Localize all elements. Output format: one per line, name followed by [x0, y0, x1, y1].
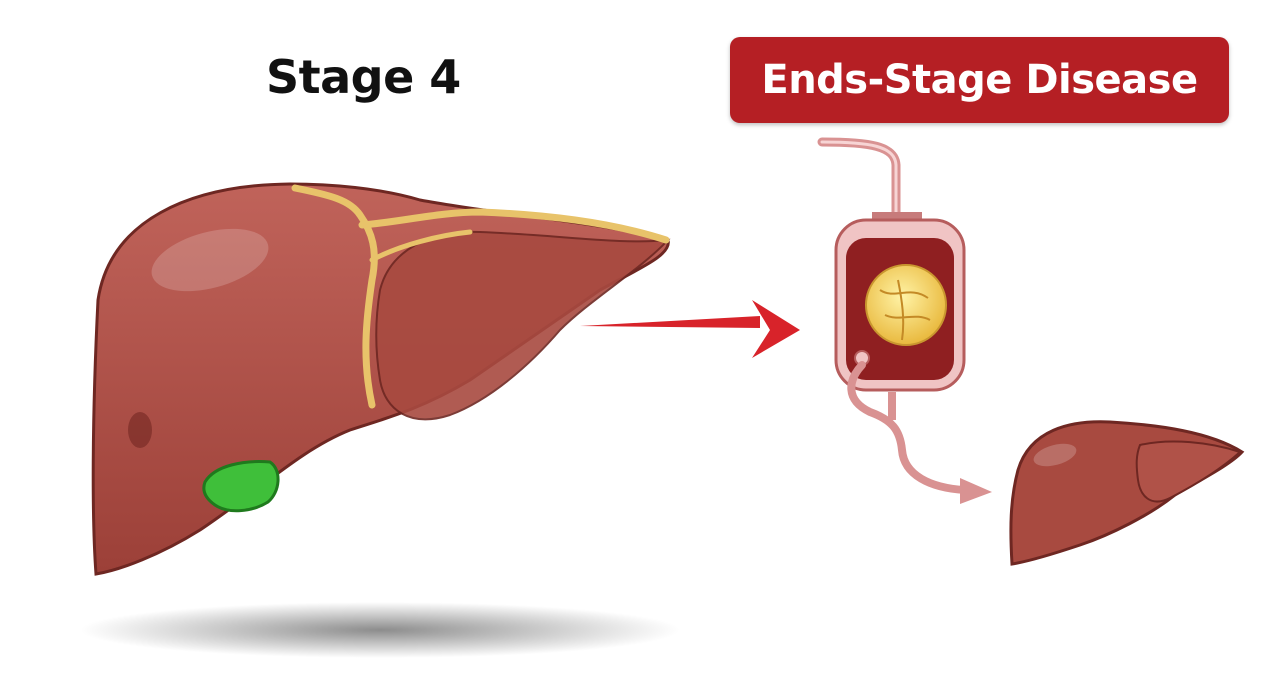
liver-illustration	[91, 182, 671, 576]
red-arrow	[580, 300, 800, 358]
gallbladder	[202, 460, 280, 513]
stage-title: Stage 4	[266, 50, 461, 104]
end-stage-badge: Ends-Stage Disease	[730, 37, 1229, 123]
liver-shadow	[80, 602, 680, 658]
blood-bag	[834, 212, 966, 392]
end-stage-badge-label: Ends-Stage Disease	[761, 57, 1198, 103]
tube-arrow-head	[960, 478, 992, 504]
transfusion-tube-bottom	[847, 361, 969, 494]
small-liver	[1009, 420, 1245, 566]
transfusion-tube-top	[817, 137, 901, 220]
